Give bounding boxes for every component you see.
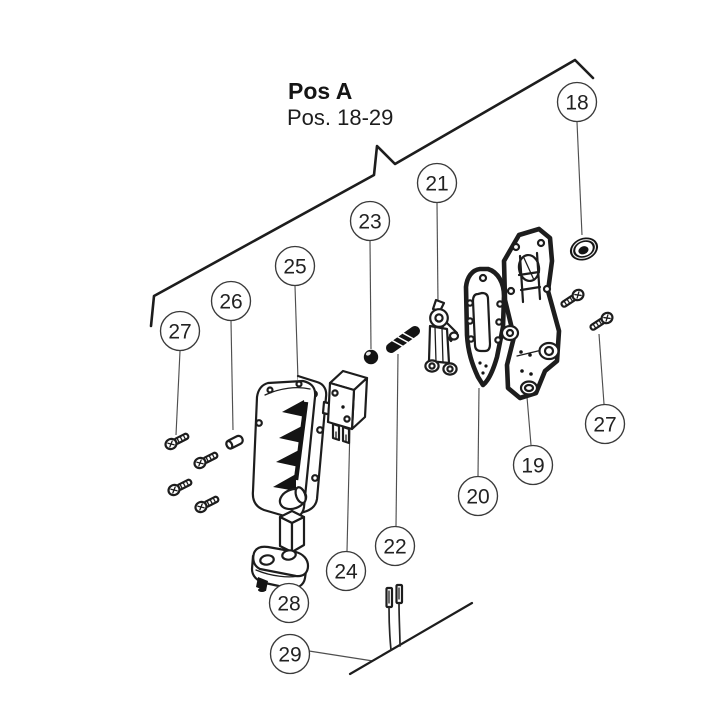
callout-number: 22 [383,535,406,558]
leader-line-lever-arm [436,202,439,305]
callout-26-pin: 26 [210,280,252,322]
part-18-grommet-icon [569,237,599,261]
break-boundary-line [149,58,595,328]
callout-number: 29 [278,643,301,666]
leader-lines [175,121,605,662]
callout-circle [159,310,201,352]
callout-20-backing-plate: 20 [457,475,499,517]
callout-circle [512,444,554,486]
callout-19-support-bracket: 19 [512,444,554,486]
callout-circle [457,475,499,517]
leader-line-backing-plate [477,387,480,477]
callout-circle [349,200,391,242]
leader-line-microswitch [346,424,351,552]
callout-number: 27 [593,413,616,436]
callout-number: 20 [466,485,489,508]
callout-circle [374,525,416,567]
callout-circle [210,280,252,322]
part-28-switch-block-icon [250,509,310,592]
callout-number: 21 [425,172,448,195]
leader-line-screws-left [175,350,181,436]
callout-number: 18 [565,91,588,114]
callout-circle [416,162,458,204]
part-22-spring-icon [386,326,420,353]
callout-29-cable-leads: 29 [269,633,311,675]
callout-23-ball: 23 [349,200,391,242]
callout-27-screws-left: 27 [159,310,201,352]
part-19-support-bracket-icon [500,226,562,401]
part-24-microswitch-icon [321,369,369,445]
callout-number: 25 [283,255,306,278]
leader-line-cable-leads [308,650,374,662]
callout-circle [325,550,367,592]
part-20-backing-plate-icon [463,266,507,388]
callout-circle [269,633,311,675]
callout-balloons: 18 19 20 21 22 23 24 25 26 27 27 28 29 [159,81,626,675]
callout-22-spring: 22 [374,525,416,567]
leader-line-pin [230,320,234,431]
callout-number: 28 [277,592,300,615]
callout-circle [584,403,626,445]
part-27-screws-right-icon [558,286,616,334]
callout-number: 19 [521,454,544,477]
callout-21-lever-arm: 21 [416,162,458,204]
leader-line-screws-right [598,333,605,405]
callout-circle [268,582,310,624]
leader-line-grommet [576,121,583,236]
callout-28-switch-block: 28 [268,582,310,624]
callout-18-grommet: 18 [556,81,598,123]
part-21-lever-arm-icon [424,298,460,376]
callout-24-microswitch: 24 [325,550,367,592]
callout-circle [274,245,316,287]
part-27-screws-left-icon [162,429,222,516]
callout-27-screws-right: 27 [584,403,626,445]
part-25-housing-icon [251,374,328,519]
page-subtitle: Pos. 18-29 [287,105,393,130]
part-23-ball-icon [363,349,379,365]
leader-line-support-bracket [526,396,532,446]
callout-number: 23 [358,210,381,233]
callout-circle [556,81,598,123]
callout-number: 27 [168,320,191,343]
callout-number: 24 [334,560,358,583]
part-29-cable-leads-icon [348,583,474,676]
leader-line-spring [395,353,399,527]
leader-line-ball [369,240,372,350]
callout-25-housing-cover: 25 [274,245,316,287]
page-title: Pos A [288,78,352,104]
leader-line-housing-cover [294,285,299,381]
part-26-pin-icon [225,434,244,450]
callout-number: 26 [219,290,242,313]
